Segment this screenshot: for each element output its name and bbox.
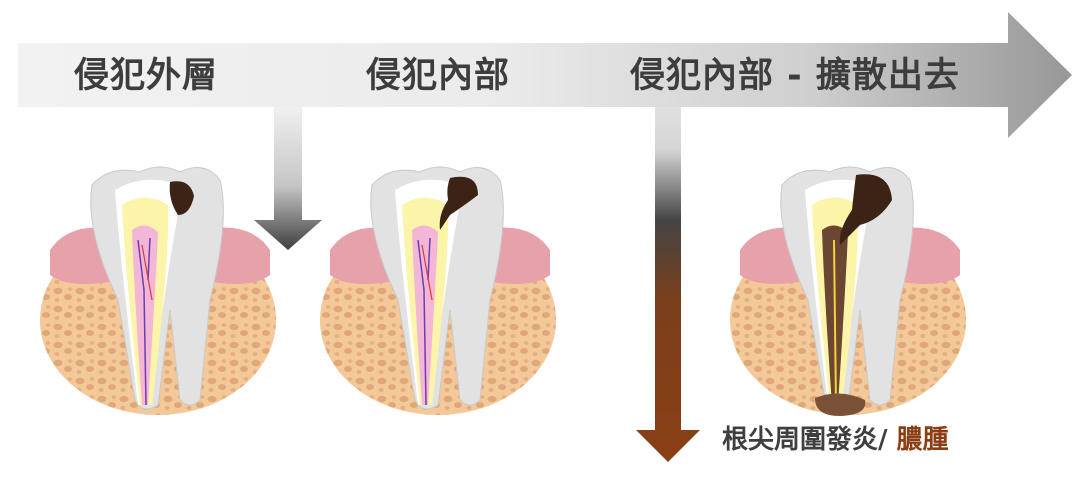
stage-down-arrow xyxy=(254,107,322,250)
outcome-caption: 根尖周圍發炎/ 膿腫 xyxy=(722,425,949,455)
stage-label-inner: 侵犯內部 xyxy=(366,56,511,96)
stage-label-spread: 侵犯內部 - 擴散出去 xyxy=(630,56,960,96)
caption-accent-text: 膿腫 xyxy=(896,425,949,455)
stage-label-outer: 侵犯外層 xyxy=(74,56,219,96)
tooth-illustration-stage-2 xyxy=(320,166,556,415)
caption-text: 根尖周圍發炎/ xyxy=(722,425,897,455)
tooth-illustration-stage-1 xyxy=(40,166,276,415)
tooth-illustration-stage-3 xyxy=(730,166,966,416)
progression-down-arrow xyxy=(636,107,700,462)
